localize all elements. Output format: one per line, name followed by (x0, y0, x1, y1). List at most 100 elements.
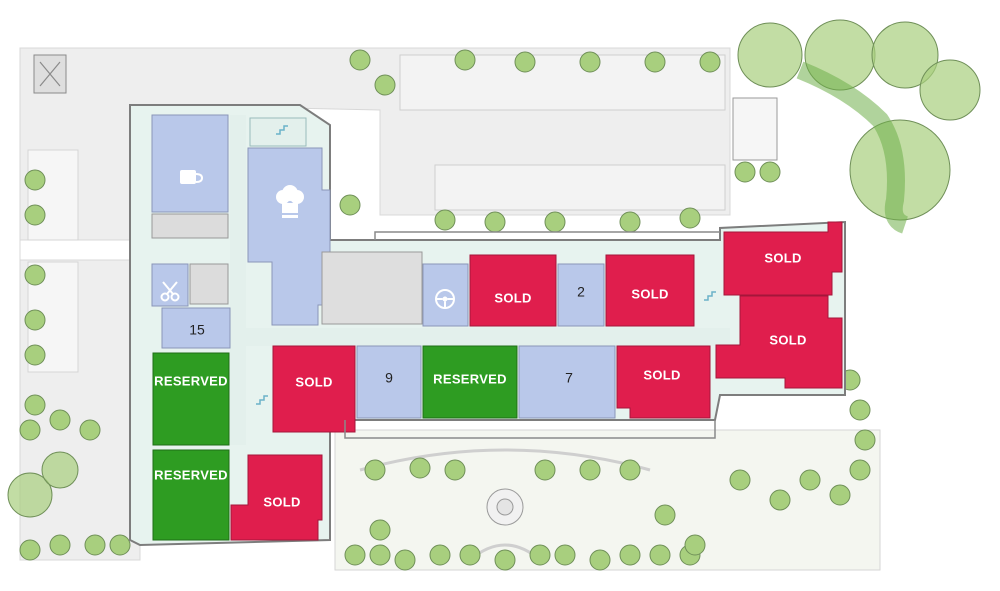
unit-label: 15 (189, 322, 205, 338)
tree-icon (644, 51, 666, 73)
tree-icon (79, 419, 101, 441)
unit-sold-top-right[interactable] (605, 254, 695, 327)
tree-icon (109, 534, 131, 556)
gatehouse-cross (39, 61, 61, 87)
unit-sold-mid-left[interactable] (272, 345, 356, 433)
west-corridor (230, 115, 246, 445)
unit-sold-far-right[interactable] (715, 295, 843, 389)
tree-icon (829, 484, 851, 506)
parking-lot-west (27, 149, 79, 241)
tree-icon (24, 169, 46, 191)
unit-7[interactable] (518, 345, 616, 419)
cafe-room[interactable] (151, 114, 229, 213)
unit-label: SOLD (643, 367, 680, 382)
tree-icon (579, 459, 601, 481)
unit-label: 9 (385, 370, 393, 386)
salon-room[interactable] (151, 263, 189, 307)
unit-15[interactable] (161, 307, 231, 349)
tree-icon (529, 544, 551, 566)
tree-icon (49, 534, 71, 556)
tree-icon (799, 469, 821, 491)
service-room-hatched (151, 213, 229, 239)
tree-icon (734, 161, 756, 183)
tree-icon (459, 544, 481, 566)
unit-label: SOLD (769, 332, 806, 347)
unit-2[interactable] (557, 263, 605, 327)
tree-icon (429, 544, 451, 566)
unit-label: 2 (577, 284, 585, 300)
tree-icon (409, 457, 431, 479)
unit-label: RESERVED (433, 371, 507, 386)
unit-label: RESERVED (154, 373, 228, 388)
unit-label: SOLD (295, 374, 332, 389)
tree-icon (19, 539, 41, 561)
scissors-icon (160, 281, 180, 302)
tree-icon (679, 207, 701, 229)
unit-reserved-left-bottom[interactable] (152, 449, 230, 541)
tree-icon (24, 309, 46, 331)
unit-reserved-left-top[interactable] (152, 352, 230, 446)
unit-label: SOLD (494, 290, 531, 305)
stairs-icon (276, 125, 288, 135)
stair-core-1 (249, 117, 307, 147)
tree-icon (729, 469, 751, 491)
chef-hat-icon (276, 185, 304, 218)
tree-icon (24, 344, 46, 366)
garden-lawn (334, 429, 881, 571)
lounge-room[interactable] (422, 263, 469, 327)
tree-icon (849, 399, 871, 421)
coffee-cup-icon (180, 170, 204, 184)
tree-icon (434, 209, 456, 231)
tree-icon (364, 459, 386, 481)
tree-canopy-icon (919, 59, 981, 121)
unit-sold-top-center[interactable] (469, 254, 557, 327)
tree-icon (24, 204, 46, 226)
hatched-core-b (321, 251, 423, 325)
tree-canopy-icon (41, 451, 79, 489)
tree-icon (619, 211, 641, 233)
tree-canopy-icon (871, 21, 939, 89)
unit-reserved-mid[interactable] (422, 345, 518, 419)
tree-icon (19, 419, 41, 441)
steering-wheel-icon (435, 289, 455, 309)
tree-icon (369, 519, 391, 541)
unit-sold-far-top[interactable] (723, 221, 843, 296)
tree-icon (24, 394, 46, 416)
tree-icon (769, 489, 791, 511)
tree-icon (454, 49, 476, 71)
unit-label: 7 (565, 370, 573, 386)
tree-icon (684, 534, 706, 556)
tree-icon (24, 264, 46, 286)
tree-icon (654, 504, 676, 526)
stairs-icon (704, 291, 716, 301)
tree-icon (589, 549, 611, 571)
unit-label: SOLD (764, 250, 801, 265)
tree-icon (394, 549, 416, 571)
tree-icon (444, 459, 466, 481)
balcony-edges-top (374, 231, 720, 240)
parking-lot-north (399, 54, 726, 111)
side-building (732, 97, 778, 161)
main-corridor (230, 328, 730, 346)
hatched-core-a (189, 263, 229, 305)
tree-icon (619, 544, 641, 566)
stairs-icon (256, 395, 268, 405)
tree-icon (579, 51, 601, 73)
unit-label: SOLD (263, 494, 300, 509)
tree-icon (649, 544, 671, 566)
unit-9[interactable] (356, 345, 422, 419)
tree-canopy-icon (737, 22, 803, 88)
tree-icon (854, 429, 876, 451)
garden-path (359, 448, 651, 472)
tree-icon (369, 544, 391, 566)
unit-label: SOLD (631, 286, 668, 301)
tree-icon (374, 74, 396, 96)
building: SOLD 2 SOLD SOLD SOLD 15 RESERVED RESERV… (129, 104, 846, 547)
fountain-center (496, 498, 514, 516)
unit-sold-mid-right[interactable] (616, 345, 711, 419)
unit-sold-bottom[interactable] (230, 454, 323, 541)
tree-icon (699, 51, 721, 73)
unit-label: RESERVED (154, 467, 228, 482)
tree-layer (7, 19, 981, 571)
